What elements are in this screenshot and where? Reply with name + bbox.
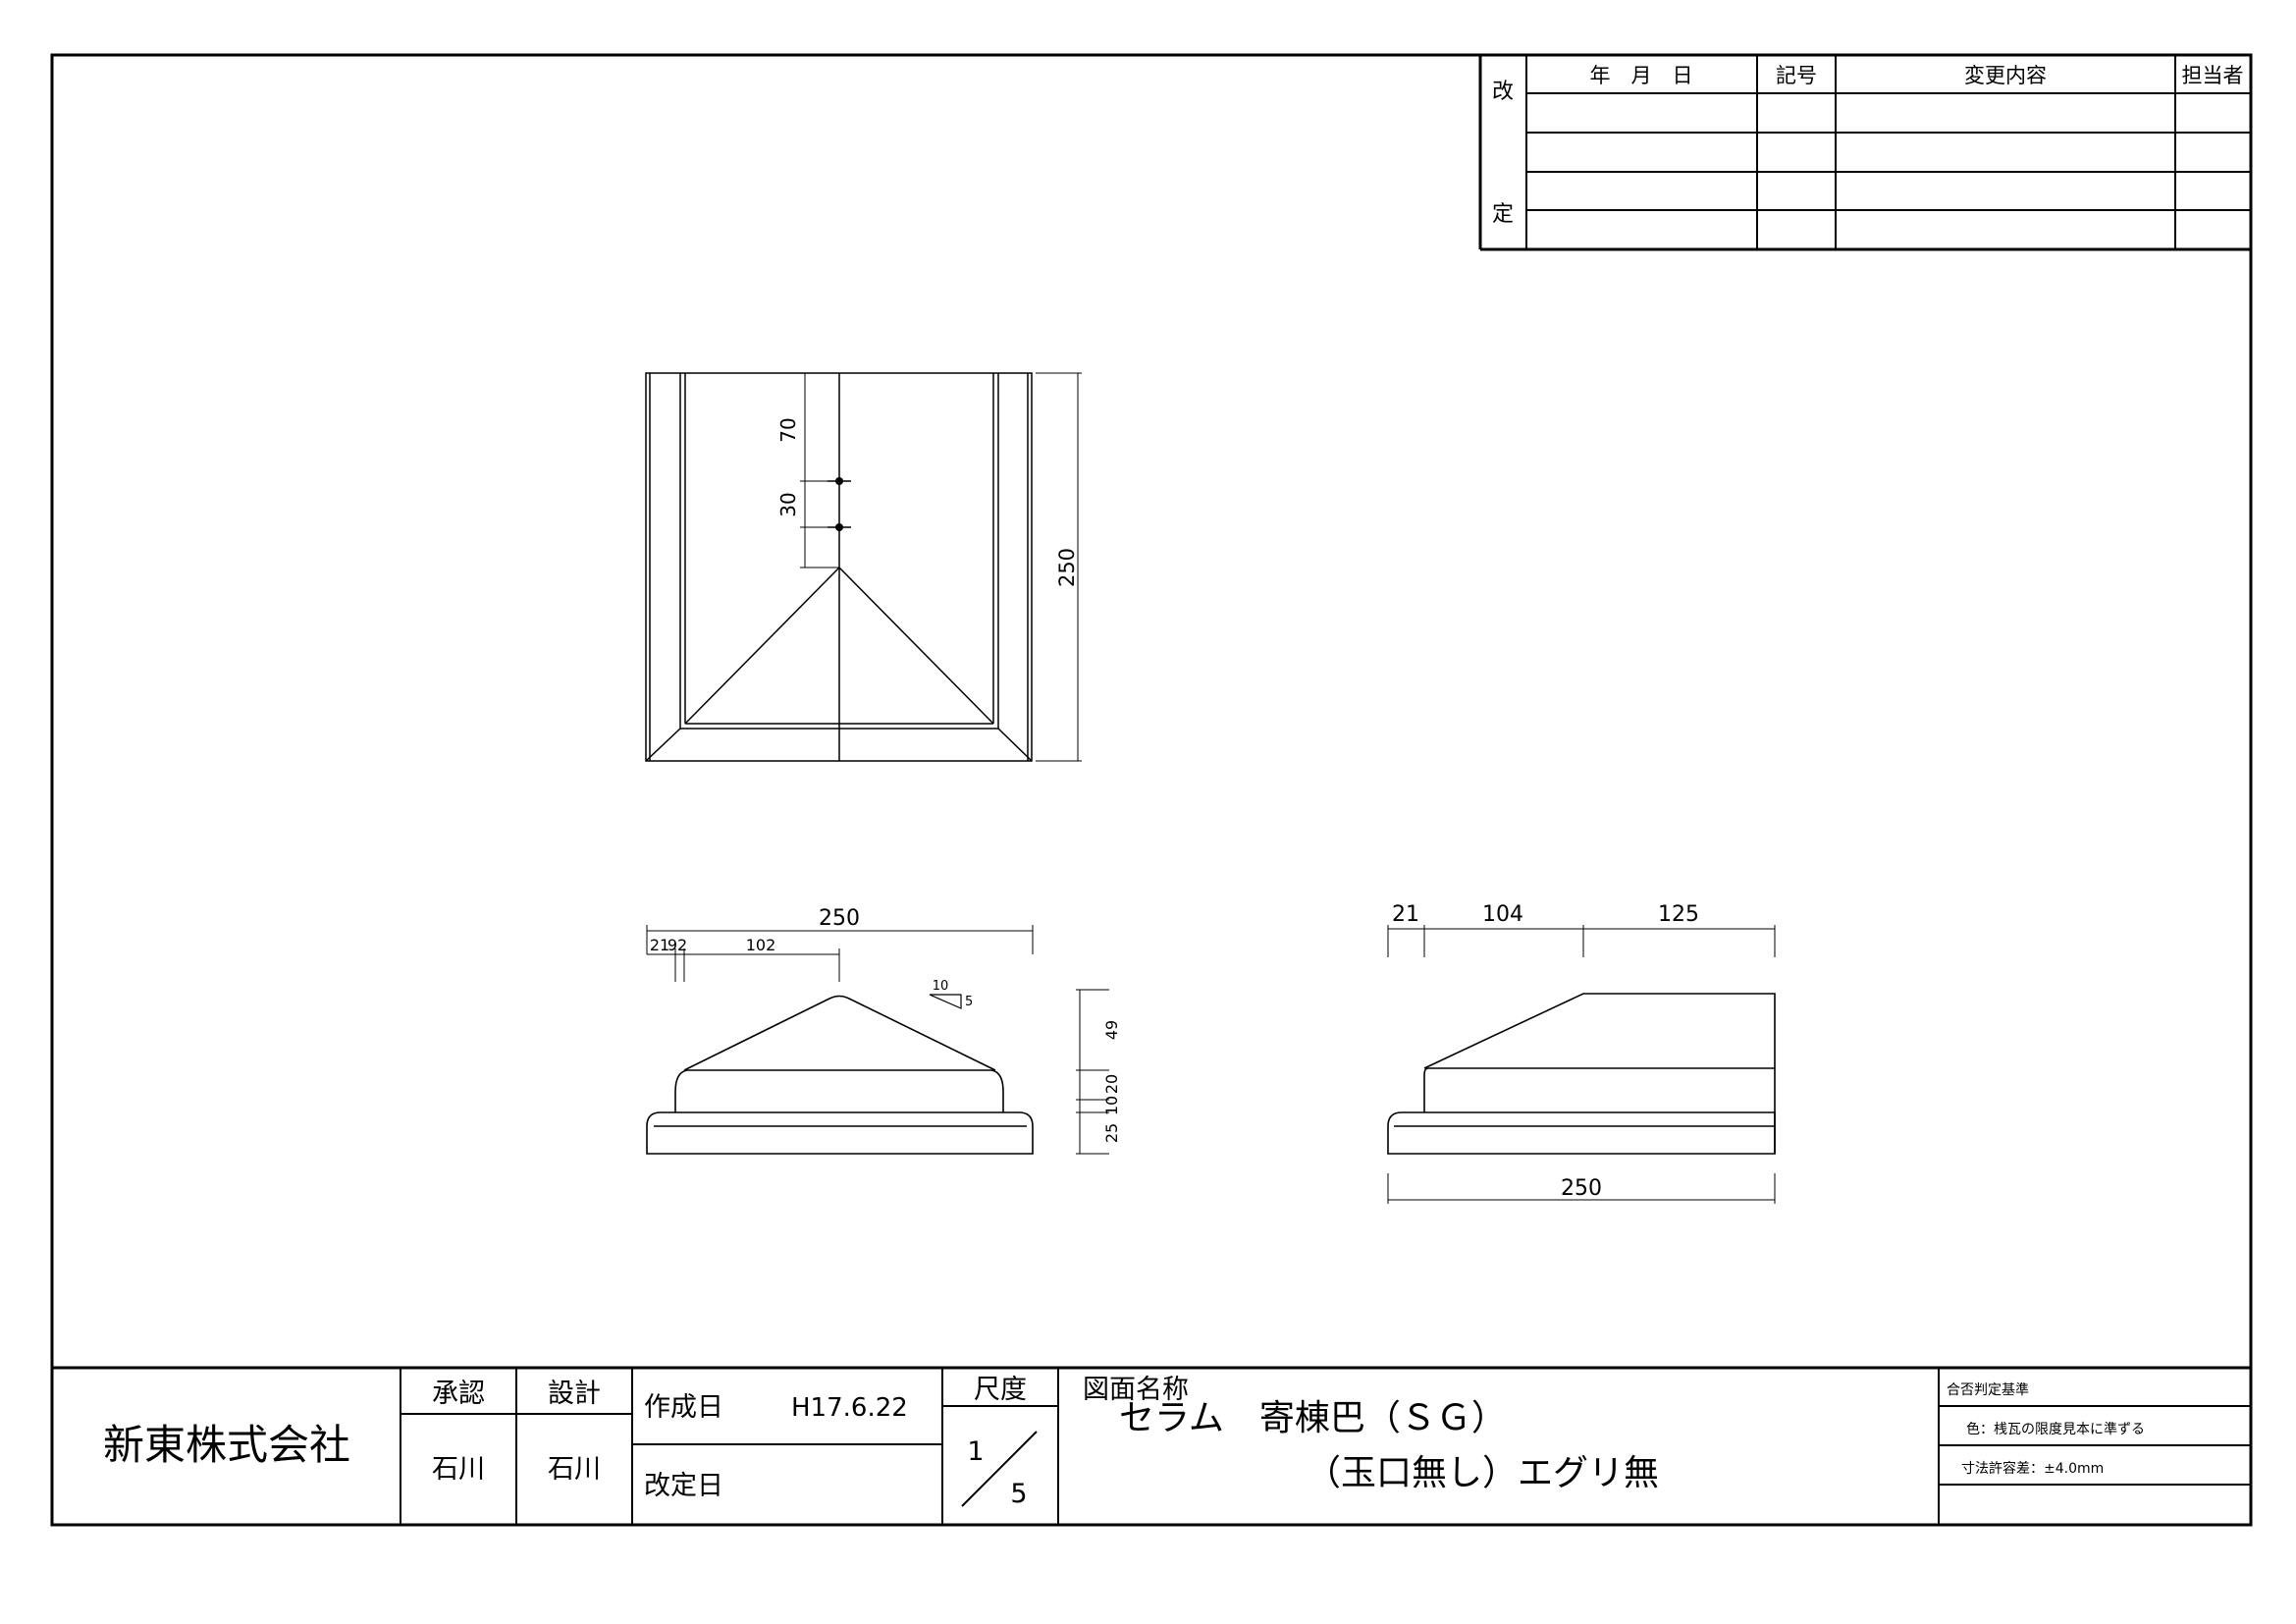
front-dim-c: 102 bbox=[746, 936, 776, 954]
side-dim-width: 250 bbox=[1561, 1176, 1602, 1201]
front-dim-h3: 10 bbox=[1102, 1096, 1121, 1115]
revision-header-person: 担当者 bbox=[2182, 64, 2244, 87]
front-dim-h4: 25 bbox=[1102, 1123, 1121, 1143]
front-dim-a: 21 bbox=[650, 936, 669, 954]
sheet-border bbox=[50, 53, 2253, 1527]
designer-name: 石川 bbox=[548, 1454, 601, 1485]
created-date: H17.6.22 bbox=[791, 1393, 908, 1423]
side-dim-lines bbox=[1387, 925, 1776, 1204]
plan-dim-line bbox=[1036, 372, 1082, 762]
front-dim-b: 92 bbox=[667, 936, 687, 954]
criteria-tolerance: 寸法許容差：±4.0mm bbox=[1961, 1460, 2104, 1477]
revision-header-symbol: 記号 bbox=[1776, 64, 1817, 87]
plan-dim-mid: 30 bbox=[776, 492, 800, 516]
side-view bbox=[1387, 993, 1776, 1155]
revision-header-date: 年 月 日 bbox=[1590, 64, 1693, 87]
front-dim-lines bbox=[646, 925, 1109, 1155]
front-dim-h1: 49 bbox=[1102, 1020, 1121, 1040]
design-label: 設計 bbox=[548, 1379, 601, 1409]
plan-hole-mark bbox=[835, 523, 843, 531]
approver-name: 石川 bbox=[432, 1454, 485, 1485]
scale-numerator: 1 bbox=[967, 1436, 984, 1467]
revision-header-content: 変更内容 bbox=[1964, 64, 2047, 87]
front-dim-width: 250 bbox=[819, 906, 860, 931]
plan-dim-total: 250 bbox=[1055, 548, 1079, 587]
plan-hole-mark bbox=[835, 477, 843, 485]
side-dim-c: 125 bbox=[1658, 902, 1699, 927]
plan-view bbox=[645, 372, 1033, 762]
revision-table bbox=[1478, 55, 2251, 251]
slope-run-label: 10 bbox=[933, 979, 949, 994]
side-dim-a: 21 bbox=[1392, 902, 1419, 927]
drawing-name-label: 図面名称 bbox=[1083, 1375, 1189, 1405]
criteria-title: 合否判定基準 bbox=[1947, 1381, 2029, 1398]
drawing-name-line2: （玉口無し）エグリ無 bbox=[1306, 1453, 1659, 1493]
scale-denominator: 5 bbox=[1010, 1479, 1027, 1509]
criteria-color: 色：桟瓦の限度見本に準ずる bbox=[1966, 1421, 2145, 1437]
created-label: 作成日 bbox=[644, 1392, 723, 1423]
slope-mark-triangle bbox=[929, 994, 962, 1009]
revised-label: 改定日 bbox=[644, 1471, 723, 1501]
slope-rise-label: 5 bbox=[965, 995, 973, 1009]
title-block bbox=[52, 1366, 2251, 1525]
front-dim-h2: 20 bbox=[1102, 1074, 1121, 1094]
plan-dim-top: 70 bbox=[776, 417, 800, 442]
approval-label: 承認 bbox=[432, 1379, 485, 1409]
drawing-name-line1: セラム 寄棟巴（ＳＧ） bbox=[1119, 1398, 1507, 1438]
revision-side-label-bottom: 定 bbox=[1492, 202, 1514, 227]
company-name: 新東株式会社 bbox=[103, 1421, 350, 1469]
scale-label: 尺度 bbox=[974, 1375, 1027, 1405]
revision-side-label-top: 改 bbox=[1492, 80, 1514, 104]
side-dim-b: 104 bbox=[1482, 902, 1523, 927]
front-view bbox=[646, 995, 1034, 1155]
